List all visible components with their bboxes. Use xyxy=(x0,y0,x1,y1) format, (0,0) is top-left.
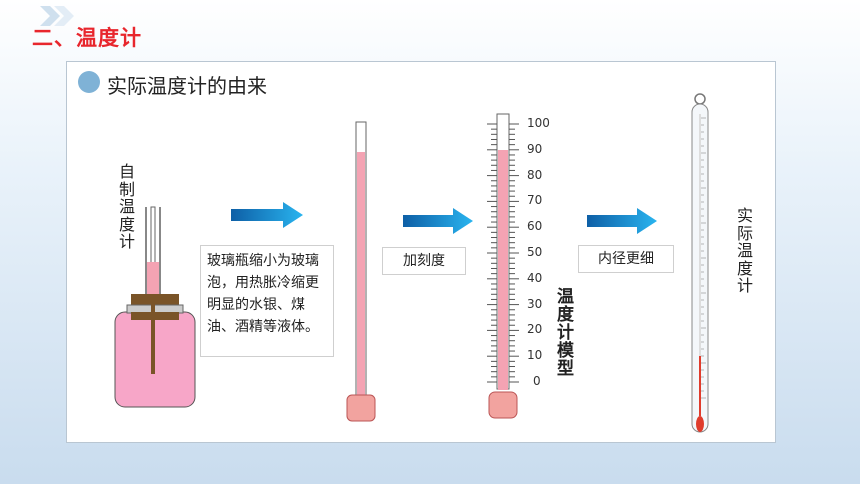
arrow-right-icon xyxy=(587,208,657,234)
thermometer-bulb xyxy=(696,416,704,432)
model-label: 温度计模型 xyxy=(553,287,573,377)
panel-heading: 实际温度计的由来 xyxy=(107,74,267,98)
scale-tick-label: 60 xyxy=(527,219,543,234)
scale-tick-label: 50 xyxy=(527,245,543,259)
liquid-column xyxy=(498,150,508,390)
bottle-thermometer xyxy=(114,206,196,408)
arrow-right-icon xyxy=(231,202,303,228)
tube-thermometer xyxy=(346,121,376,422)
bullet-dot-icon xyxy=(78,71,100,93)
arrow-right-icon xyxy=(403,208,473,234)
scale-tick-label: 40 xyxy=(527,270,543,285)
chevron-icon xyxy=(40,6,74,26)
scale-tick-label: 70 xyxy=(527,193,543,208)
description-box: 玻璃瓶缩小为玻璃泡，用热胀冷缩更明显的水银、煤油、酒精等液体。 xyxy=(200,245,334,357)
step-label-narrow-bore: 内径更细 xyxy=(578,245,674,273)
scale-tick-label: 100 xyxy=(527,116,550,130)
scaled-thermometer xyxy=(487,113,519,419)
self-made-label: 自制温度计 xyxy=(119,162,136,252)
liquid-column xyxy=(699,356,701,416)
scale-tick-label: 10 xyxy=(527,348,543,363)
scale-tick-label: 90 xyxy=(527,141,543,156)
step-label-add-scale: 加刻度 xyxy=(382,247,466,275)
scale-tick-label: 20 xyxy=(527,322,543,337)
thermometer-bulb xyxy=(488,391,518,419)
scale-tick-label: 30 xyxy=(527,296,543,311)
real-thermometer-label: 实际温度计 xyxy=(737,206,754,296)
real-thermometer xyxy=(691,93,709,433)
section-title: 二、温度计 xyxy=(32,26,142,50)
scale-tick-label: 80 xyxy=(527,167,543,182)
hanging-loop-icon xyxy=(694,93,706,105)
capillary xyxy=(699,114,701,414)
content-panel: 实际温度计的由来 自制温度计 玻璃瓶缩小为玻璃泡，用热胀冷缩更明显的水银、煤油、… xyxy=(66,61,776,443)
scale-tick-label: 0 xyxy=(533,374,541,388)
